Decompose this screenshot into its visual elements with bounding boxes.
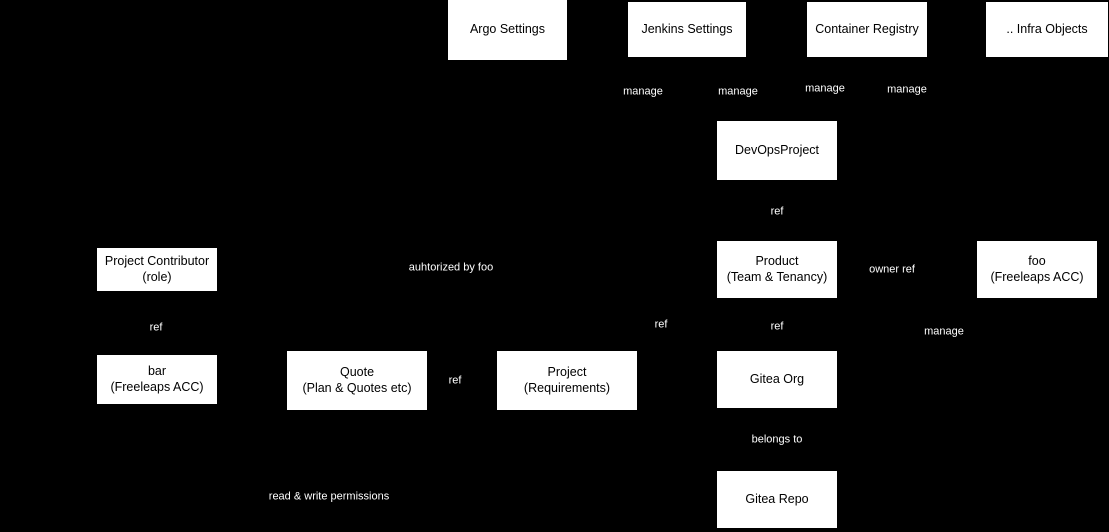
node-text: bar — [147, 364, 167, 379]
edge-label-ref-quote-project: ref — [445, 373, 465, 389]
node-text: Gitea Org — [749, 371, 805, 386]
node-gitea-org: Gitea Org — [717, 351, 837, 408]
node-foo-freeleaps-acc: foo(Freeleaps ACC) — [977, 241, 1097, 298]
node-product: Product(Team & Tenancy) — [717, 241, 837, 298]
node-text: .. Infra Objects — [1006, 21, 1088, 36]
node-text: Gitea Repo — [745, 491, 809, 506]
node-text: Quote — [339, 365, 375, 380]
node-argo-settings: Argo Settings — [448, 0, 567, 60]
node-text: Project Contributor — [104, 254, 210, 269]
node-text: Project — [547, 365, 587, 380]
node-bar-freeleaps-acc: bar(Freeleaps ACC) — [97, 355, 217, 404]
node-text: (Plan & Quotes etc) — [302, 380, 412, 395]
node-text: DevOpsProject — [734, 142, 820, 157]
node-infra-objects: .. Infra Objects — [986, 2, 1108, 57]
edge-label-manage-jenkins: manage — [715, 84, 761, 100]
edge-label-ref-product-gitea-org: ref — [767, 319, 787, 335]
edge-label-manage-registry: manage — [802, 81, 848, 97]
node-text: Container Registry — [815, 21, 919, 36]
edge-label-belongs-to: belongs to — [748, 432, 806, 448]
edge-label-manage-infra: manage — [884, 82, 930, 98]
node-text: (Freeleaps ACC) — [990, 269, 1084, 284]
node-text: (Team & Tenancy) — [726, 269, 828, 284]
edge-label-read-write-permissions: read & write permissions — [265, 489, 393, 505]
node-project-requirements: Project(Requirements) — [497, 351, 637, 410]
node-container-registry: Container Registry — [807, 2, 927, 57]
node-text: Argo Settings — [469, 22, 546, 37]
node-text: (Requirements) — [523, 380, 611, 395]
node-quote: Quote(Plan & Quotes etc) — [287, 351, 427, 410]
edge-label-owner-ref: owner ref — [866, 262, 918, 278]
edge-label-authorized-by-foo: auhtorized by foo — [405, 260, 497, 276]
node-text: Jenkins Settings — [641, 21, 733, 36]
node-devops-project: DevOpsProject — [717, 121, 837, 180]
edge-label-manage-foo: manage — [921, 324, 967, 340]
node-text: (role) — [142, 269, 172, 284]
node-gitea-repo: Gitea Repo — [717, 471, 837, 528]
edge-label-ref-devops-product: ref — [767, 204, 787, 220]
edge-label-ref-project-product: ref — [651, 317, 671, 333]
edge-label-manage-argo: manage — [620, 84, 666, 100]
node-text: foo — [1028, 254, 1046, 269]
edge-label-ref-contributor-bar: ref — [146, 320, 166, 336]
node-text: Product — [755, 254, 799, 269]
node-project-contributor: Project Contributor(role) — [97, 248, 217, 291]
node-jenkins-settings: Jenkins Settings — [628, 2, 746, 57]
node-text: (Freeleaps ACC) — [110, 379, 204, 394]
